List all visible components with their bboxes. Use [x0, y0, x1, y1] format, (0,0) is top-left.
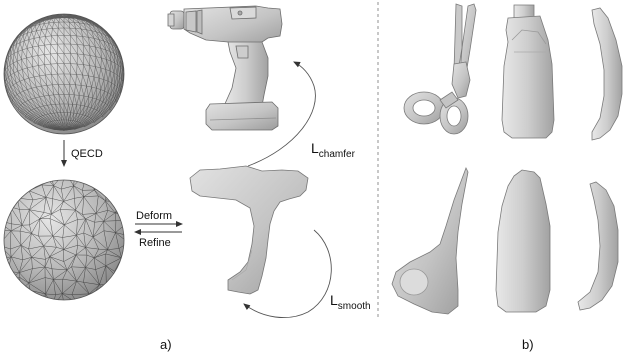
banana-reconstruction [578, 182, 618, 310]
l-smooth-label: Lsmooth [330, 292, 371, 312]
bottle-shape [502, 5, 554, 138]
drill-target-shape [168, 6, 282, 130]
scissors-shape [404, 4, 476, 134]
panel-b-label: b) [522, 337, 534, 352]
coarse-mesh-sphere [0, 172, 132, 309]
deformed-mesh-shape [190, 166, 308, 294]
fine-mesh-sphere [4, 14, 124, 134]
l-chamfer-main: L [311, 140, 319, 156]
bottle-reconstruction [496, 170, 550, 312]
panel-a-label: a) [160, 337, 172, 352]
l-chamfer-sub: chamfer [319, 149, 356, 160]
refine-label: Refine [139, 237, 171, 249]
l-smooth-main: L [330, 292, 338, 308]
deform-label: Deform [136, 210, 172, 222]
l-chamfer-label: Lchamfer [311, 140, 356, 160]
scissors-reconstruction [392, 168, 468, 314]
banana-shape [592, 8, 622, 140]
qecd-label: QECD [71, 148, 103, 160]
l-smooth-sub: smooth [338, 301, 371, 312]
